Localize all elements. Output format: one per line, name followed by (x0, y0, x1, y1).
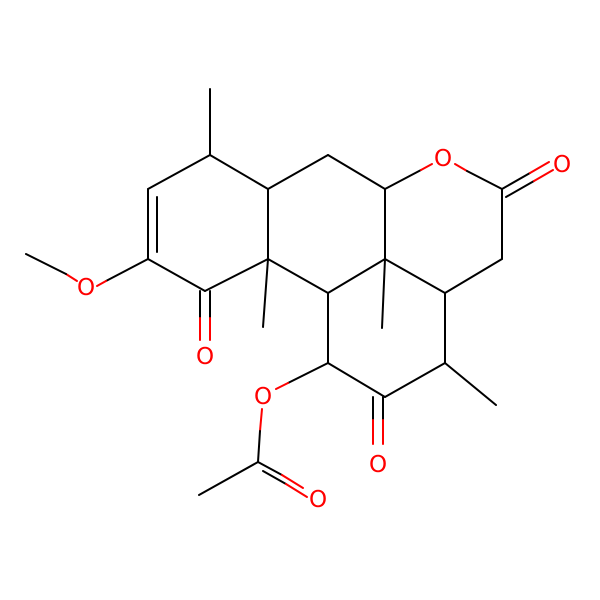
atom-o-acetate-carbonyl: O (309, 487, 327, 513)
bond-ac-co-2-o (285, 483, 308, 498)
bond-oac-c-o (259, 408, 263, 432)
bond-lactone-co-2-o (533, 169, 554, 182)
atom-o-lactone-carbonyl: O (553, 152, 571, 178)
bond-c13-c9 (384, 258, 446, 294)
atom-o-ring-ketone: O (369, 452, 387, 478)
bond-c4-c7 (267, 154, 329, 190)
bond-ac-co-1-o (281, 474, 304, 489)
bond-c8-o (384, 169, 422, 190)
bond-ac-methyl (198, 461, 259, 496)
bond-c12-c13 (444, 258, 503, 294)
bond-ac-co-2 (262, 470, 287, 485)
bond-c15-c16 (384, 362, 446, 398)
bond-lactone-co-1-o (529, 161, 550, 174)
bond-c14-oac (287, 362, 329, 384)
atom-o-enone-carbonyl: O (196, 344, 214, 370)
bond-methyl-c5 (262, 258, 269, 328)
bond-c14-oac-o (275, 382, 289, 390)
bond-c3-ome (105, 258, 149, 282)
bond-c1-c4 (209, 154, 269, 190)
bond-c5-c10 (267, 258, 329, 294)
bond-c8-o-red (420, 163, 433, 171)
atom-o-acetate-ester: O (254, 384, 272, 410)
bond-c3-c6 (147, 258, 206, 292)
bond-lactone-co-1 (501, 172, 531, 190)
bond-c10-c9 (327, 258, 386, 294)
bond-c3-ome-o (96, 280, 107, 287)
bond-c7-c8 (327, 154, 386, 190)
bond-methyl-c16 (444, 362, 497, 406)
atom-o-methoxy: O (77, 275, 95, 301)
bond-ac-co-1 (257, 461, 283, 476)
bond-c14-c15 (327, 362, 386, 398)
bond-methyl-c9 (381, 258, 386, 329)
bond-oac-c (257, 430, 261, 463)
bond-c1-c2 (147, 154, 211, 190)
bond-ome-methyl-o (65, 273, 78, 282)
atom-o-ring: O (434, 146, 452, 172)
bond-o-c11 (466, 170, 503, 190)
bond-o-c11-red (454, 163, 468, 172)
bond-lactone-co-2 (505, 180, 535, 198)
bond-c6-c5 (204, 258, 269, 292)
bond-ome-methyl (25, 253, 67, 275)
